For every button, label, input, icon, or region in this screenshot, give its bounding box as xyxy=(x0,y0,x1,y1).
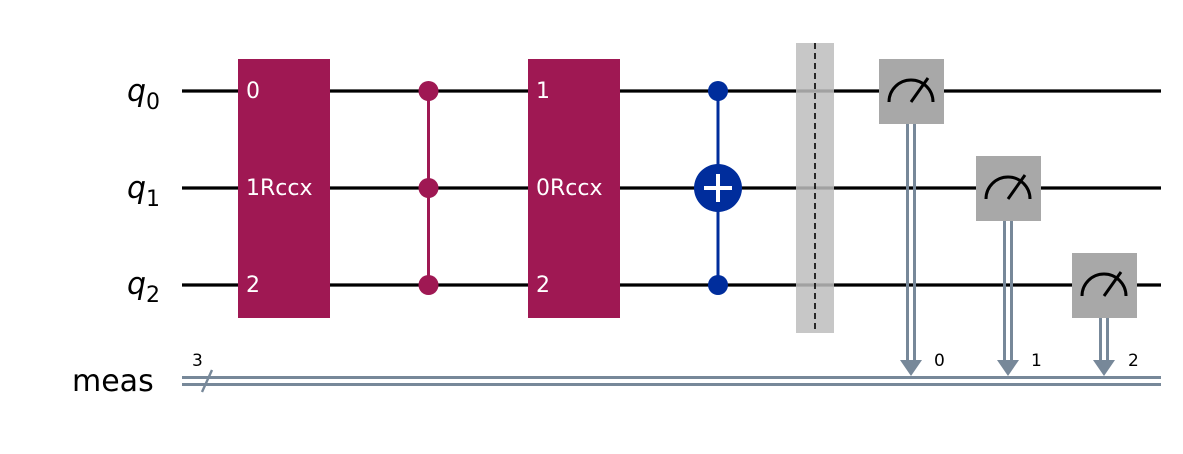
qubit-label-q0-index: 0 xyxy=(146,90,160,115)
ccz-control-q2 xyxy=(418,275,439,295)
ccz-control-q1 xyxy=(418,178,439,198)
measure-bit-2: 2 xyxy=(1128,351,1139,371)
meter-icon xyxy=(887,77,935,103)
rccx-gate-1-port-bottom: 2 xyxy=(246,273,260,298)
rccx-gate-2-label: 0Rccx xyxy=(536,176,603,201)
barrier xyxy=(796,43,834,333)
meter-icon xyxy=(1080,271,1128,297)
measure-bit-1: 1 xyxy=(1031,351,1042,371)
classical-bus-width: 3 xyxy=(192,351,203,371)
ccz-gate xyxy=(418,81,439,295)
qubit-label-q2: q2 xyxy=(127,267,160,308)
measure-gate-q2: 2 xyxy=(1072,253,1139,376)
measure-gate-q0: 0 xyxy=(879,59,945,376)
classical-register-label: meas xyxy=(72,364,154,399)
plus-circle-icon xyxy=(694,164,742,212)
qubit-label-q2-name: q xyxy=(127,267,146,302)
rccx-gate-2-port-top: 1 xyxy=(536,79,550,104)
meter-icon xyxy=(984,174,1032,200)
ccx-gate xyxy=(694,81,742,295)
rccx-gate-1: 0 1Rccx 2 xyxy=(238,59,330,318)
qubit-label-q1-name: q xyxy=(127,171,146,206)
rccx-gate-2: 1 0Rccx 2 xyxy=(528,59,620,318)
svg-text:q2: q2 xyxy=(127,267,160,308)
svg-text:q1: q1 xyxy=(127,171,160,212)
ccx-control-q2 xyxy=(708,275,728,295)
qubit-label-q0-name: q xyxy=(127,74,146,109)
rccx-gate-1-port-top: 0 xyxy=(246,79,260,104)
qubit-label-q1-index: 1 xyxy=(146,187,160,212)
qubit-label-q1: q1 xyxy=(127,171,160,212)
qubit-label-q0: q0 xyxy=(127,74,160,115)
svg-text:q0: q0 xyxy=(127,74,160,115)
classical-bus-slash xyxy=(200,369,214,393)
measure-bit-0: 0 xyxy=(934,351,945,371)
qubit-label-q2-index: 2 xyxy=(146,283,160,308)
classical-wire xyxy=(182,376,1161,386)
measure-gate-q1: 1 xyxy=(976,156,1042,376)
rccx-gate-1-label: 1Rccx xyxy=(246,176,313,201)
ccx-control-q0 xyxy=(708,81,728,101)
rccx-gate-2-port-bottom: 2 xyxy=(536,273,550,298)
ccz-control-q0 xyxy=(418,81,439,101)
